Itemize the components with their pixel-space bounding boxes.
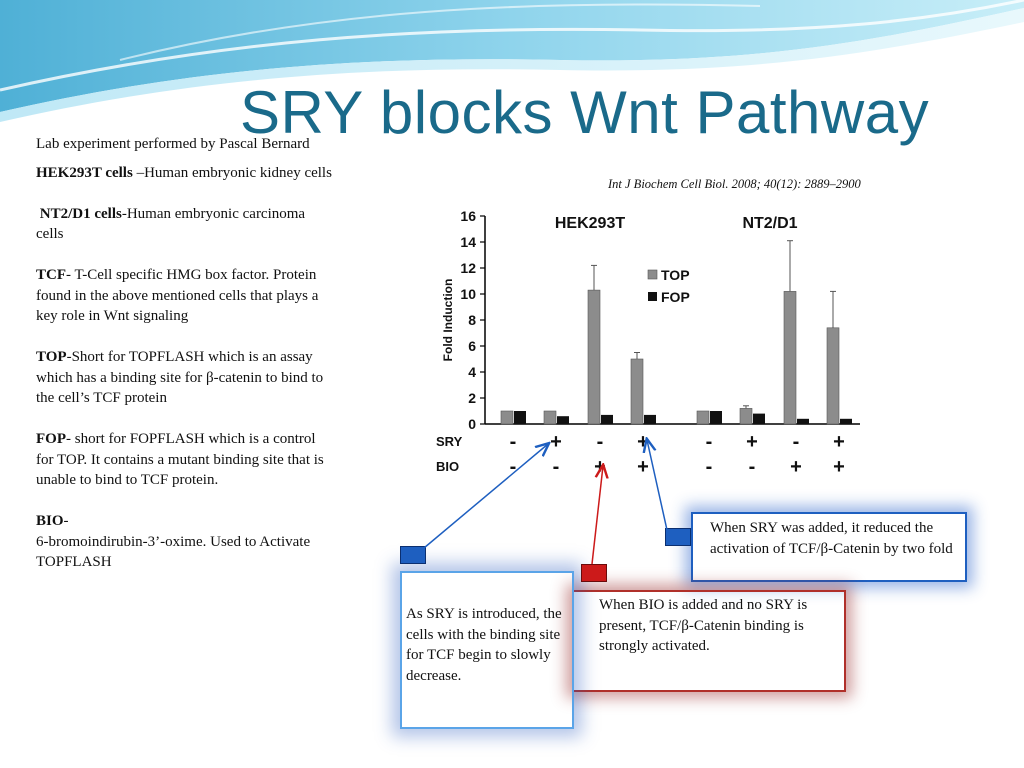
bar-top xyxy=(500,410,514,425)
row-label-sry: SRY xyxy=(436,434,463,449)
legend-swatch-fop xyxy=(648,292,657,301)
bio-symbol: + xyxy=(594,456,606,478)
callout-sry-introduced: As SRY is introduced, the cells with the… xyxy=(406,606,562,684)
legend-label-top: TOP xyxy=(661,267,690,283)
y-tick-label: 12 xyxy=(460,260,476,276)
bio-symbol: - xyxy=(749,456,756,478)
bar-fop xyxy=(840,418,852,424)
sry-symbol: + xyxy=(637,431,649,453)
callout-bio-added: When BIO is added and no SRY is present,… xyxy=(599,597,808,654)
y-tick-label: 2 xyxy=(468,390,476,406)
marker-blue-right xyxy=(665,528,691,546)
sry-symbol: + xyxy=(833,431,845,453)
bio-symbol: + xyxy=(833,456,845,478)
term-hek293t: HEK293T cells xyxy=(36,164,133,181)
sry-symbol: - xyxy=(706,431,713,453)
definition-nt2d1: NT2/D1 cells-Human embryonic carcinoma c… xyxy=(36,204,336,245)
term-fop: FOP xyxy=(36,431,66,447)
bar-top xyxy=(783,291,797,425)
row-label-bio: BIO xyxy=(436,459,459,474)
wave-header-decoration xyxy=(0,0,1024,122)
term-bio: BIO xyxy=(36,513,64,529)
y-tick-label: 16 xyxy=(460,208,476,224)
def-nt2d1: -Human embryonic carcinoma cells xyxy=(36,205,306,243)
sry-symbol: - xyxy=(510,431,517,453)
y-tick-label: 4 xyxy=(468,364,476,380)
callout-box-sry-added xyxy=(691,512,967,582)
term-top: TOP xyxy=(36,349,67,365)
callout-box-sry-introduced xyxy=(400,571,574,729)
bar-top xyxy=(739,408,753,425)
definitions-panel: Lab experiment performed by Pascal Berna… xyxy=(36,134,336,573)
bio-symbol: + xyxy=(637,456,649,478)
legend-label-fop: FOP xyxy=(661,289,690,305)
y-tick-label: 8 xyxy=(468,312,476,328)
definition-fop: FOP- short for FOPFLASH which is a contr… xyxy=(36,429,336,491)
bio-symbol: - xyxy=(706,456,713,478)
bar-fop xyxy=(601,414,613,424)
y-tick-label: 6 xyxy=(468,338,476,354)
y-tick-label: 14 xyxy=(460,234,476,250)
y-axis-label: Fold Induction xyxy=(441,279,455,362)
bar-top xyxy=(630,358,644,425)
bio-symbol: + xyxy=(790,456,802,478)
panel-label-nt2d1: NT2/D1 xyxy=(742,215,797,232)
bio-dash: - xyxy=(63,513,69,529)
bar-fop xyxy=(710,411,722,424)
bar-fop xyxy=(644,414,656,424)
bar-fop xyxy=(557,416,569,424)
y-tick-label: 0 xyxy=(468,416,476,432)
bar-fop xyxy=(753,413,765,424)
callout-sry-added: When SRY was added, it reduced the activ… xyxy=(710,520,953,557)
definition-top: TOP-Short for TOPFLASH which is an assay… xyxy=(36,347,336,409)
def-fop: - short for FOPFLASH which is a control … xyxy=(36,431,324,488)
term-nt2d1: NT2/D1 cells xyxy=(39,205,122,222)
chart-background xyxy=(430,200,890,490)
definition-hek293t: HEK293T cells –Human embryonic kidney ce… xyxy=(36,163,336,184)
marker-red xyxy=(581,564,607,582)
sry-symbol: + xyxy=(550,431,562,453)
slide-title: SRY blocks Wnt Pathway xyxy=(240,79,930,146)
sry-symbol: + xyxy=(746,431,758,453)
def-tcf: - T-Cell specific HMG box factor. Protei… xyxy=(36,267,319,324)
bio-symbol: - xyxy=(510,456,517,478)
def-bio: 6-bromoindirubin-3’-oxime. Used to Activ… xyxy=(36,533,311,571)
bar-top xyxy=(587,289,601,425)
y-tick-label: 10 xyxy=(460,286,476,302)
panel-label-hek293t: HEK293T xyxy=(555,215,625,232)
bar-fop xyxy=(514,411,526,424)
sry-symbol: - xyxy=(597,431,604,453)
bio-symbol: - xyxy=(553,456,560,478)
def-hek293t: –Human embryonic kidney cells xyxy=(132,164,332,181)
marker-blue-left xyxy=(400,546,426,564)
def-top: -Short for TOPFLASH which is an assay wh… xyxy=(36,349,324,406)
bar-top xyxy=(696,410,710,425)
definition-tcf: TCF- T-Cell specific HMG box factor. Pro… xyxy=(36,265,336,327)
legend-swatch-top xyxy=(647,269,658,280)
bar-top xyxy=(826,327,840,425)
definition-bio: BIO- xyxy=(36,511,336,532)
intro-text: Lab experiment performed by Pascal Berna… xyxy=(36,136,310,152)
term-tcf: TCF xyxy=(36,267,66,283)
bar-top xyxy=(543,410,557,425)
bar-fop xyxy=(797,418,809,424)
citation: Int J Biochem Cell Biol. 2008; 40(12): 2… xyxy=(608,177,861,191)
sry-symbol: - xyxy=(793,431,800,453)
